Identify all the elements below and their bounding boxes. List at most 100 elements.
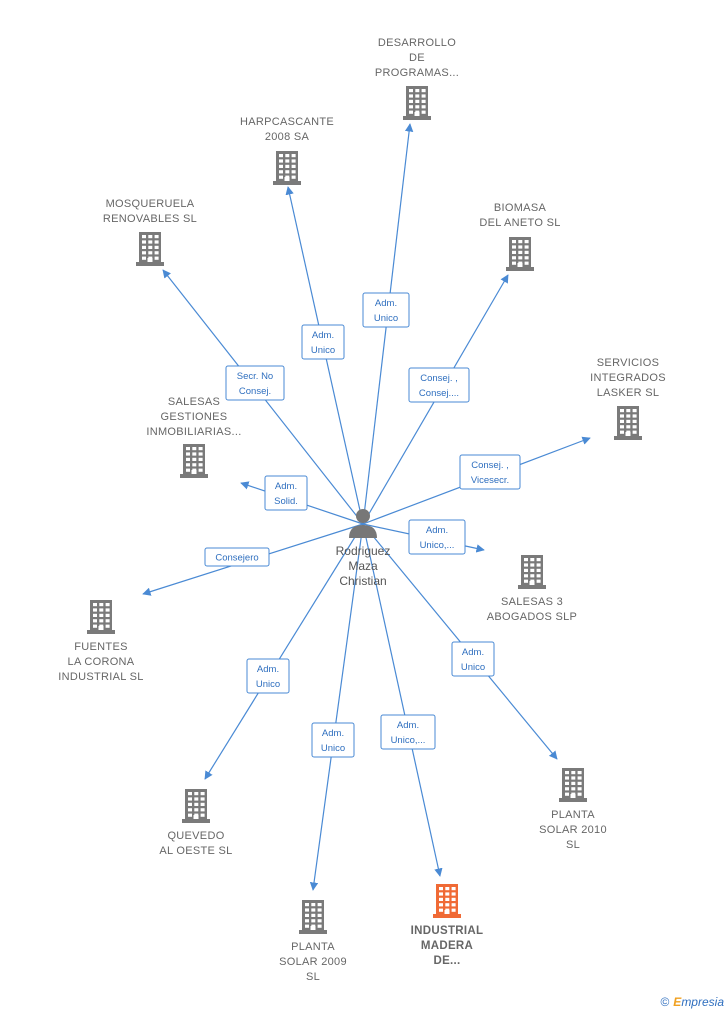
edge-label-biomasa[interactable]: Consej. , Consej.... [408,367,470,403]
edge-quevedo [204,523,364,780]
edge-label-box [264,475,308,511]
edge-label-text: Secr. No [237,371,273,382]
company-node-servicios[interactable]: SERVICIOS INTEGRADOS LASKER SL [590,357,666,440]
company-label: SOLAR 2009 [279,956,347,968]
edge-label-text: Adm. [375,298,397,309]
edge-label-text: Unico [256,679,280,690]
edge-label-fuentes[interactable]: Consejero [204,547,270,567]
building-icon [518,555,546,589]
edge-label-text: Adm. [426,525,448,536]
edge-label-text: Solid. [274,496,298,507]
company-label: SALESAS 3 [501,596,563,608]
edge-label-salesas-gestiones[interactable]: Adm.Solid. [264,475,308,511]
edge-label-text: Consejero [215,553,258,564]
company-node-mosqueruela[interactable]: MOSQUERUELA RENOVABLES SL [103,198,197,266]
edge-label-text: Vicesecr. [471,475,509,486]
company-label: DE... [433,955,460,967]
edge-label-text: Unico [374,313,398,324]
company-node-salesas-gestiones[interactable]: SALESASGESTIONESINMOBILIARIAS... [146,396,241,478]
building-icon [614,406,642,440]
company-node-quevedo[interactable]: QUEVEDO AL OESTE SL [159,789,232,857]
company-node-industrial[interactable]: INDUSTRIALMADERADE... [411,884,484,967]
edge-label-planta2010[interactable]: Adm.Unico [451,641,495,677]
company-label: AL OESTE SL [159,845,232,857]
edge-label-mosqueruela[interactable]: Secr. No Consej. [225,365,285,401]
edge-label-industrial[interactable]: Adm. Unico,... [380,714,436,750]
company-label: LASKER SL [597,387,660,399]
person-icon [349,509,377,538]
company-label: QUEVEDO [167,830,224,842]
edge-label-text: Unico,... [420,540,455,551]
edge-label-text: Unico [321,743,345,754]
building-icon [506,237,534,271]
company-label: INTEGRADOS [590,372,666,384]
edge-label-text: Adm. [322,728,344,739]
company-label: SERVICIOS [597,357,659,369]
edge-label-text: Consej. [239,386,271,397]
edge-label-box [301,324,345,360]
company-node-desarrollo[interactable]: DESARROLLO DE PROGRAMAS... [375,37,459,120]
building-icon [559,768,587,802]
person-name: Rodriguez [336,544,391,558]
edge-label-text: Consej.... [419,388,459,399]
company-label: LA CORONA [68,656,135,668]
company-label: DE [409,52,425,64]
edge-label-text: Consej. , [471,460,509,471]
building-icon [182,789,210,823]
edge-label-text: Unico [311,345,335,356]
edge-label-box [246,658,290,694]
edge-label-box [380,714,436,750]
brand-initial: E [673,995,682,1009]
nodes-layer: DESARROLLO DE PROGRAMAS... HARPCASCANTE 2008… [58,37,666,983]
building-icon [180,444,208,478]
company-label: HARPCASCANTE [240,116,334,128]
edge-label-box [311,722,355,758]
edge-label-text: Adm. [397,720,419,731]
company-node-harpcascante[interactable]: HARPCASCANTE 2008 SA [240,116,334,185]
person-name: Christian [339,574,386,588]
edge-label-text: Unico,... [391,735,426,746]
edge-label-text: Adm. [312,330,334,341]
company-label: MOSQUERUELA [106,198,195,210]
edge-label-text: Consej. , [420,373,458,384]
edge-label-servicios[interactable]: Consej. , Vicesecr. [459,454,521,490]
footer-brand[interactable]: ©Empresia [660,995,724,1009]
company-label: SALESAS [168,396,220,408]
edge-label-harpcascante[interactable]: Adm. Unico [301,324,345,360]
company-label: SL [306,971,320,983]
edge-planta2009 [309,523,364,891]
edge-label-box [459,454,521,490]
company-label: BIOMASA [494,202,547,214]
edge-label-desarrollo[interactable]: Adm. Unico [362,292,410,328]
company-label: INMOBILIARIAS... [146,426,241,438]
company-label: PLANTA [551,809,595,821]
company-label: PROGRAMAS... [375,67,459,79]
edge-label-planta2009[interactable]: Adm. Unico [311,722,355,758]
edge-industrial [362,523,443,877]
brand-name: mpresia [681,995,724,1009]
edge-label-box [225,365,285,401]
edge-label-quevedo[interactable]: Adm.Unico [246,658,290,694]
edge-label-box [408,519,466,555]
building-icon [433,884,461,918]
company-label: 2008 SA [265,131,310,143]
copyright-icon: © [660,995,670,1009]
person-name: Maza [348,559,378,573]
building-icon [403,86,431,120]
company-label: INDUSTRIAL SL [58,671,143,683]
edge-label-box [204,547,270,567]
edge-label-text: Unico [461,662,485,673]
company-label: DESARROLLO [378,37,456,49]
company-label: SOLAR 2010 [539,824,607,836]
company-label: RENOVABLES SL [103,213,197,225]
edge-label-salesas3[interactable]: Adm. Unico,... [408,519,466,555]
company-label: ABOGADOS SLP [487,611,577,623]
company-node-salesas3[interactable]: SALESAS 3 ABOGADOS SLP [487,555,577,623]
edge-label-box [451,641,495,677]
